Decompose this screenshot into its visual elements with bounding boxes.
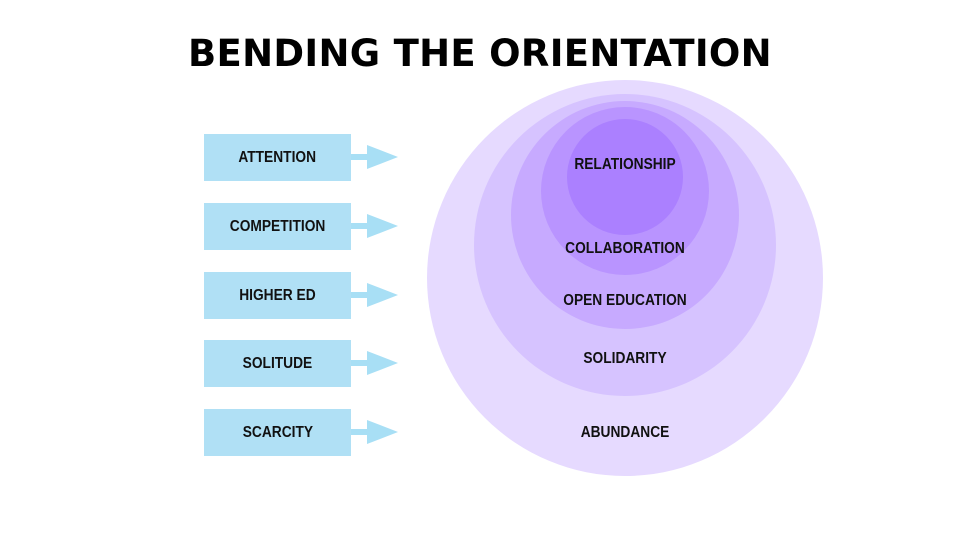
label-box: ATTENTION [204,134,351,181]
left-item-attention: ATTENTION [204,134,404,181]
left-item-higher-ed: HIGHER ED [204,272,404,319]
left-item-solitude: SOLITUDE [204,340,404,387]
label-box: SOLITUDE [204,340,351,387]
label-text: SCARCITY [242,423,313,441]
label-box: HIGHER ED [204,272,351,319]
ring-label-relationship: RELATIONSHIP [574,155,675,173]
label-text: HIGHER ED [239,286,316,304]
ring-label-abundance: ABUNDANCE [581,423,670,441]
arrow-right-icon [351,420,398,444]
page-title: BENDING THE ORIENTATION [188,32,772,75]
label-text: ATTENTION [238,148,317,166]
ring-relationship [567,119,683,235]
arrow-right-icon [351,214,398,238]
ring-label-open-education: OPEN EDUCATION [563,291,686,309]
ring-label-collaboration: COLLABORATION [565,239,685,257]
label-text: SOLITUDE [242,354,313,372]
arrow-right-icon [351,283,398,307]
label-text: COMPETITION [229,217,326,235]
arrow-right-icon [351,145,398,169]
arrow-right-icon [351,351,398,375]
ring-label-solidarity: SOLIDARITY [583,349,666,367]
label-box: SCARCITY [204,409,351,456]
left-item-competition: COMPETITION [204,203,404,250]
label-box: COMPETITION [204,203,351,250]
left-item-scarcity: SCARCITY [204,409,404,456]
